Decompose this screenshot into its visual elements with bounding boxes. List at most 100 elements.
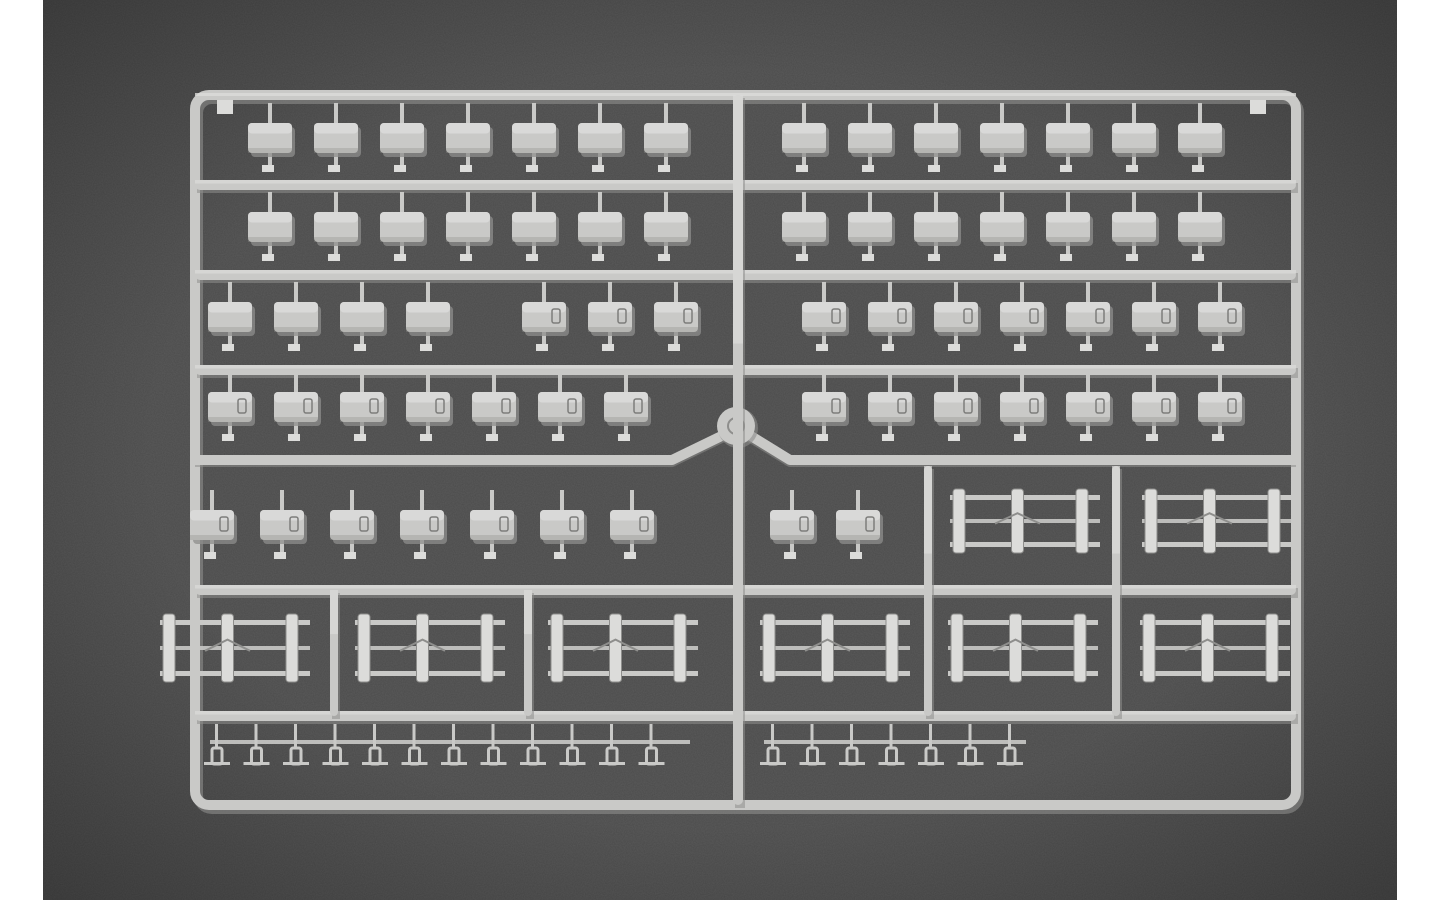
part-gate-low-34 [674, 332, 678, 346]
part-tab-52 [1014, 434, 1026, 441]
runner-v-track-a-highlight [330, 590, 338, 635]
part-bottom-edge-19 [578, 237, 622, 242]
runner-h-3-highlight [195, 365, 1296, 369]
part-bottom-edge-3 [446, 148, 490, 153]
part-top-19 [578, 212, 622, 223]
part-gate-low-44 [360, 422, 364, 436]
corner-tab-tr [1250, 100, 1266, 114]
part-gate-low-58 [350, 540, 354, 554]
part-gate-low-54 [1152, 422, 1156, 436]
part-gate-low-30 [360, 332, 364, 346]
pin-base-R6 [997, 762, 1023, 765]
part-gate-61 [560, 490, 564, 510]
pin-gate-L4 [373, 724, 376, 748]
part-bottom-edge-54 [1132, 417, 1176, 422]
part-tab-14 [262, 254, 274, 261]
part-tab-38 [1014, 344, 1026, 351]
part-gate-low-20 [664, 242, 668, 256]
pin-base-L0 [204, 762, 230, 765]
pin-base-L8 [520, 762, 546, 765]
part-tab-5 [592, 165, 604, 172]
pin-base-L7 [480, 762, 507, 765]
part-tab-23 [928, 254, 940, 261]
part-tab-50 [882, 434, 894, 441]
part-gate-46 [492, 372, 496, 392]
part-tab-56 [204, 552, 216, 559]
part-tab-43 [288, 434, 300, 441]
track-rail-top-3 [760, 620, 910, 625]
pin-runner-left [210, 740, 690, 744]
part-bottom-edge-28 [208, 327, 252, 332]
part-top-61 [540, 510, 584, 521]
pin-gate-L3 [333, 724, 337, 748]
part-gate-low-23 [934, 242, 938, 256]
part-gate-low-32 [542, 332, 546, 346]
track-pin-1-2 [480, 613, 494, 683]
part-top-64 [836, 510, 880, 521]
track-rail-mid-0 [160, 646, 310, 650]
part-gate-low-28 [228, 332, 232, 346]
part-gate-low-22 [868, 242, 872, 256]
part-top-21 [782, 212, 826, 223]
part-bottom-edge-61 [540, 535, 584, 540]
part-gate-low-18 [532, 242, 536, 256]
part-gate-9 [934, 103, 938, 123]
part-gate-2 [400, 103, 404, 123]
part-tab-61 [554, 552, 566, 559]
track-rail-mid-6 [950, 519, 1100, 523]
part-gate-low-53 [1086, 422, 1090, 436]
part-gate-low-47 [558, 422, 562, 436]
part-top-41 [1198, 302, 1242, 313]
part-bottom-edge-40 [1132, 327, 1176, 332]
part-mark-54 [1161, 398, 1171, 414]
part-bottom-edge-14 [248, 237, 292, 242]
part-tab-32 [536, 344, 548, 351]
part-tab-4 [526, 165, 538, 172]
part-bottom-edge-23 [914, 237, 958, 242]
part-top-9 [914, 123, 958, 134]
part-mark-57 [289, 516, 299, 532]
part-bottom-edge-21 [782, 237, 826, 242]
part-bottom-edge-35 [802, 327, 846, 332]
part-gate-25 [1066, 192, 1070, 212]
part-top-55 [1198, 392, 1242, 403]
part-tab-25 [1060, 254, 1072, 261]
part-tab-7 [796, 165, 808, 172]
track-pin-7-0 [1144, 488, 1158, 554]
part-gate-low-11 [1066, 153, 1070, 167]
part-bottom-edge-50 [868, 417, 912, 422]
part-gate-low-27 [1198, 242, 1202, 256]
part-gate-49 [822, 372, 826, 392]
part-tab-1 [328, 165, 340, 172]
part-bottom-edge-63 [770, 535, 814, 540]
track-rail-bottom-1 [355, 671, 505, 676]
pin-gate-R3 [889, 724, 893, 748]
part-gate-60 [490, 490, 494, 510]
part-top-31 [406, 302, 450, 313]
part-top-32 [522, 302, 566, 313]
part-gate-36 [888, 282, 892, 302]
part-bottom-edge-47 [538, 417, 582, 422]
track-rail-top-0 [160, 620, 310, 625]
part-bottom-edge-12 [1112, 148, 1156, 153]
part-gate-26 [1132, 192, 1136, 212]
track-pin-6-2 [1075, 488, 1089, 554]
part-bottom-edge-62 [610, 535, 654, 540]
part-top-53 [1066, 392, 1110, 403]
part-bottom-edge-9 [914, 148, 958, 153]
part-bottom-edge-58 [330, 535, 374, 540]
part-top-15 [314, 212, 358, 223]
part-mark-35 [831, 308, 841, 324]
sprue [160, 90, 1304, 814]
part-tab-26 [1126, 254, 1138, 261]
part-gate-39 [1086, 282, 1090, 302]
part-top-24 [980, 212, 1024, 223]
part-tab-11 [1060, 165, 1072, 172]
part-top-10 [980, 123, 1024, 134]
part-mark-62 [639, 516, 649, 532]
part-gate-low-63 [790, 540, 794, 554]
part-bottom-edge-59 [400, 535, 444, 540]
part-mark-38 [1029, 308, 1039, 324]
runner-h-6-highlight [195, 711, 1296, 715]
part-gate-59 [420, 490, 424, 510]
